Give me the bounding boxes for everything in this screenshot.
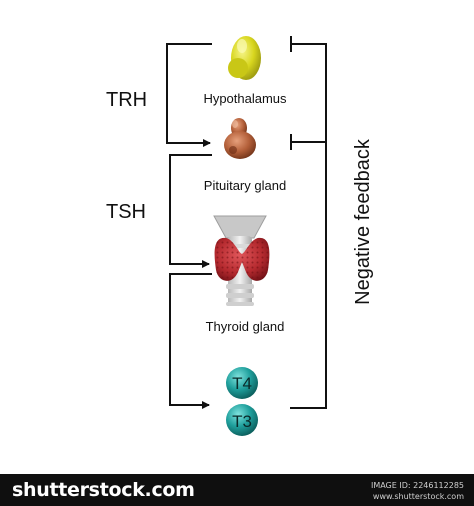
pituitary-label: Pituitary gland [204,178,286,193]
t4-label: T4 [232,374,252,393]
thyroid-label: Thyroid gland [206,319,285,334]
site-url: www.shutterstock.com [372,492,464,501]
image-meta: IMAGE ID: 2246112285 www.shutterstock.co… [371,480,464,502]
negative-feedback-label: Negative feedback [352,138,374,305]
shutterstock-logo: shutterstock.com [12,479,195,501]
thyroid-hormone-arrow [169,273,212,409]
hpt-axis-diagram: Hypothalamus Pituitary gland Thyroid gla… [106,36,374,436]
trh-pathway-arrow [166,43,212,147]
watermark-footer: shutterstock.com IMAGE ID: 2246112285 ww… [0,474,474,506]
image-id: IMAGE ID: 2246112285 [370,481,464,490]
t3-label: T3 [232,412,252,431]
negative-feedback-bracket [290,43,327,409]
t4-sphere [226,367,258,399]
trh-label: TRH [106,89,147,111]
thyroid-illustration [213,215,270,306]
pituitary-illustration [224,118,256,159]
tsh-pathway-arrow [169,154,212,268]
hypothalamus-label: Hypothalamus [203,91,287,106]
tsh-label: TSH [106,201,146,223]
t3-sphere [226,404,258,436]
hypothalamus-illustration [228,36,261,80]
